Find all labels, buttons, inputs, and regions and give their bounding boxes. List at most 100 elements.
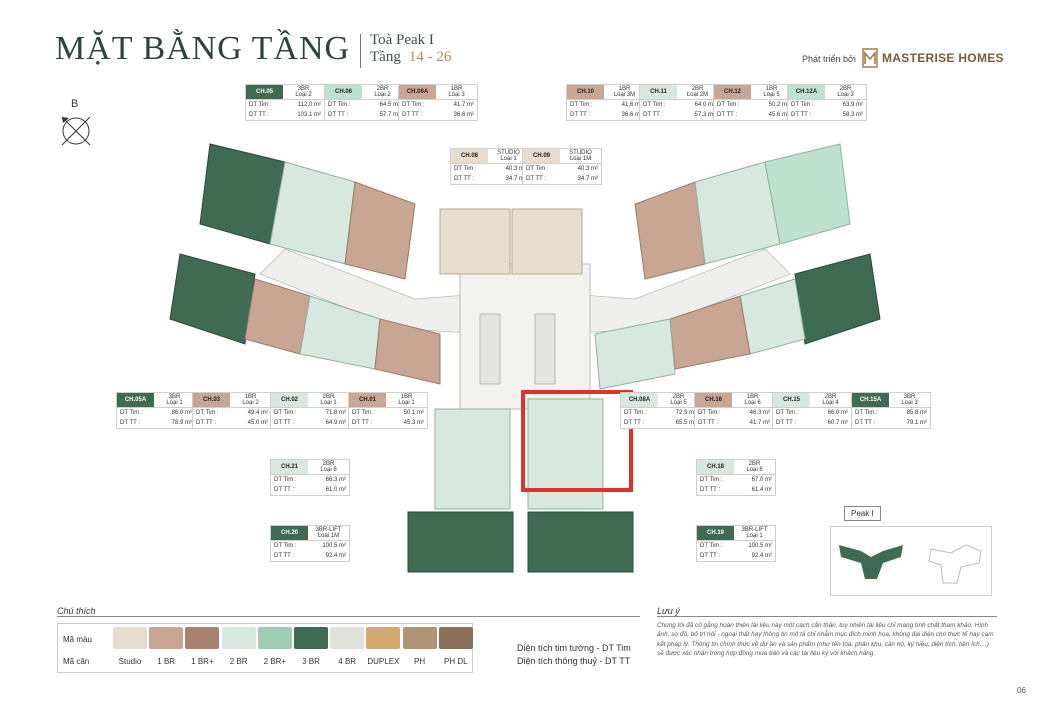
unit-ch11 <box>694 161 781 265</box>
area-tt-value: 92.4 m² <box>325 553 346 559</box>
floor-info: Tầng 14 - 26 <box>370 49 451 66</box>
unit-bedrooms: 2BR <box>376 85 389 92</box>
area-tt-label: DT TT : <box>274 420 295 426</box>
unit-code: CH.08 <box>451 149 488 163</box>
area-tt-label: DT TT : <box>274 487 295 493</box>
unit-bedrooms: 2BR <box>691 85 704 92</box>
area-tim-value: 49.4 m² <box>247 410 268 416</box>
unit-ch21 <box>434 408 511 510</box>
area-tt-label: DT TT : <box>328 112 349 118</box>
area-tt-label: DT TT : <box>274 553 295 559</box>
legend-item-label: 2 BR <box>229 657 248 666</box>
unit-ch09 <box>511 208 583 275</box>
area-tt-label: DT TT : <box>402 112 423 118</box>
unit-type: Loại 1M <box>317 533 340 539</box>
unit-type: Loại 4 <box>822 400 839 406</box>
area-tim-value: 40.3 m² <box>577 166 598 172</box>
legend-item-label: 1 BR <box>157 657 176 666</box>
unit-type: Loại 2 <box>295 92 312 98</box>
unit-ch12a <box>764 143 851 245</box>
unit-type: Loại 3 <box>901 400 918 406</box>
unit-code: CH.12 <box>714 85 751 99</box>
unit-bedrooms: 3BR-LIFT <box>315 526 342 533</box>
area-tt-label: DT TT : <box>643 112 664 118</box>
unit-bedrooms: 3BR-LIFT <box>741 526 768 533</box>
unit-type: Loại 8 <box>320 467 337 473</box>
unit-type: Loại 2 <box>374 92 391 98</box>
area-tt-value: 79.1 m² <box>906 420 927 426</box>
unit-ch05a <box>169 253 256 345</box>
unit-bedrooms: STUDIO <box>497 149 520 156</box>
area-tim-label: DT Tim : <box>402 102 425 108</box>
unit-bedrooms: 2BR <box>322 393 335 400</box>
area-tt-value: 60.7 m² <box>827 420 848 426</box>
floor-plan <box>169 143 881 573</box>
floor-label: Tầng <box>370 49 401 65</box>
legend-swatch <box>149 627 184 649</box>
unit-type: Loại 1 <box>746 533 763 539</box>
unit-code: CH.21 <box>271 460 308 474</box>
title-divider <box>360 34 361 68</box>
unit-bedrooms: 2BR <box>322 460 335 467</box>
area-tim-value: 64.0 m² <box>694 102 715 108</box>
legend-swatch <box>366 627 401 649</box>
unit-ch06 <box>269 161 356 265</box>
area-tim-value: 100.5 m² <box>748 543 772 549</box>
area-tt-label: DT TT : <box>717 112 738 118</box>
area-tt-label: DT TT : <box>454 176 475 182</box>
building-name: Toà Peak I <box>370 32 434 48</box>
legend-swatch <box>438 627 473 649</box>
area-tim-label: DT Tim : <box>274 410 297 416</box>
legend-row-type-label: Mã căn <box>63 657 90 666</box>
area-tim-label: DT Tim : <box>776 410 799 416</box>
area-tt-value: 65.5 m² <box>675 420 696 426</box>
area-tt-value: 34.7 m² <box>505 176 526 182</box>
unit-type: Loại 1 <box>398 400 415 406</box>
unit-bedrooms: 1BR <box>400 393 413 400</box>
area-tim-value: 41.6 m² <box>621 102 642 108</box>
area-tt-label: DT TT : <box>700 553 721 559</box>
compass-label: B <box>71 98 78 110</box>
unit-bedrooms: 3BR <box>168 393 181 400</box>
area-tim-label: DT Tim : <box>120 410 143 416</box>
unit-type: Loại 1 <box>166 400 183 406</box>
area-tt-value: 57.3 m² <box>694 112 715 118</box>
legend-item-label: 1 BR+ <box>191 657 214 666</box>
area-tt-label: DT TT : <box>698 420 719 426</box>
area-tt-label: DT TT : <box>120 420 141 426</box>
unit-ch08a-top <box>344 181 416 280</box>
unit-type: Loại 5 <box>763 92 780 98</box>
minimap-drawing <box>839 544 982 584</box>
note-title: Lưu ý <box>657 606 680 616</box>
unit-code: CH.11 <box>640 85 677 99</box>
area-tim-value: 85.8 m² <box>906 410 927 416</box>
area-tt-label: DT TT : <box>855 420 876 426</box>
area-tt-value: 61.0 m² <box>325 487 346 493</box>
developer-brand: MASTERISE HOMES <box>882 51 1004 65</box>
note-text: Chúng tôi đã cố gắng hoàn thiện tài liệu… <box>657 622 994 658</box>
legend-swatch <box>257 627 292 649</box>
highlight-box <box>521 390 633 492</box>
area-tt-value: 103.1 m² <box>297 112 321 118</box>
unit-ch03 <box>244 278 311 355</box>
unit-ch20 <box>407 511 514 573</box>
area-tt-label: DT TT : <box>526 176 547 182</box>
area-tim-label: DT Tim : <box>454 166 477 172</box>
unit-ch08 <box>439 208 511 275</box>
unit-bedrooms: 1BR <box>618 85 631 92</box>
page-number: 06 <box>1017 686 1026 695</box>
minimap-label: Peak I <box>844 506 881 521</box>
area-tim-label: DT Tim : <box>791 102 814 108</box>
unit-bedrooms: 1BR <box>746 393 759 400</box>
floor-range: 14 - 26 <box>408 49 452 65</box>
